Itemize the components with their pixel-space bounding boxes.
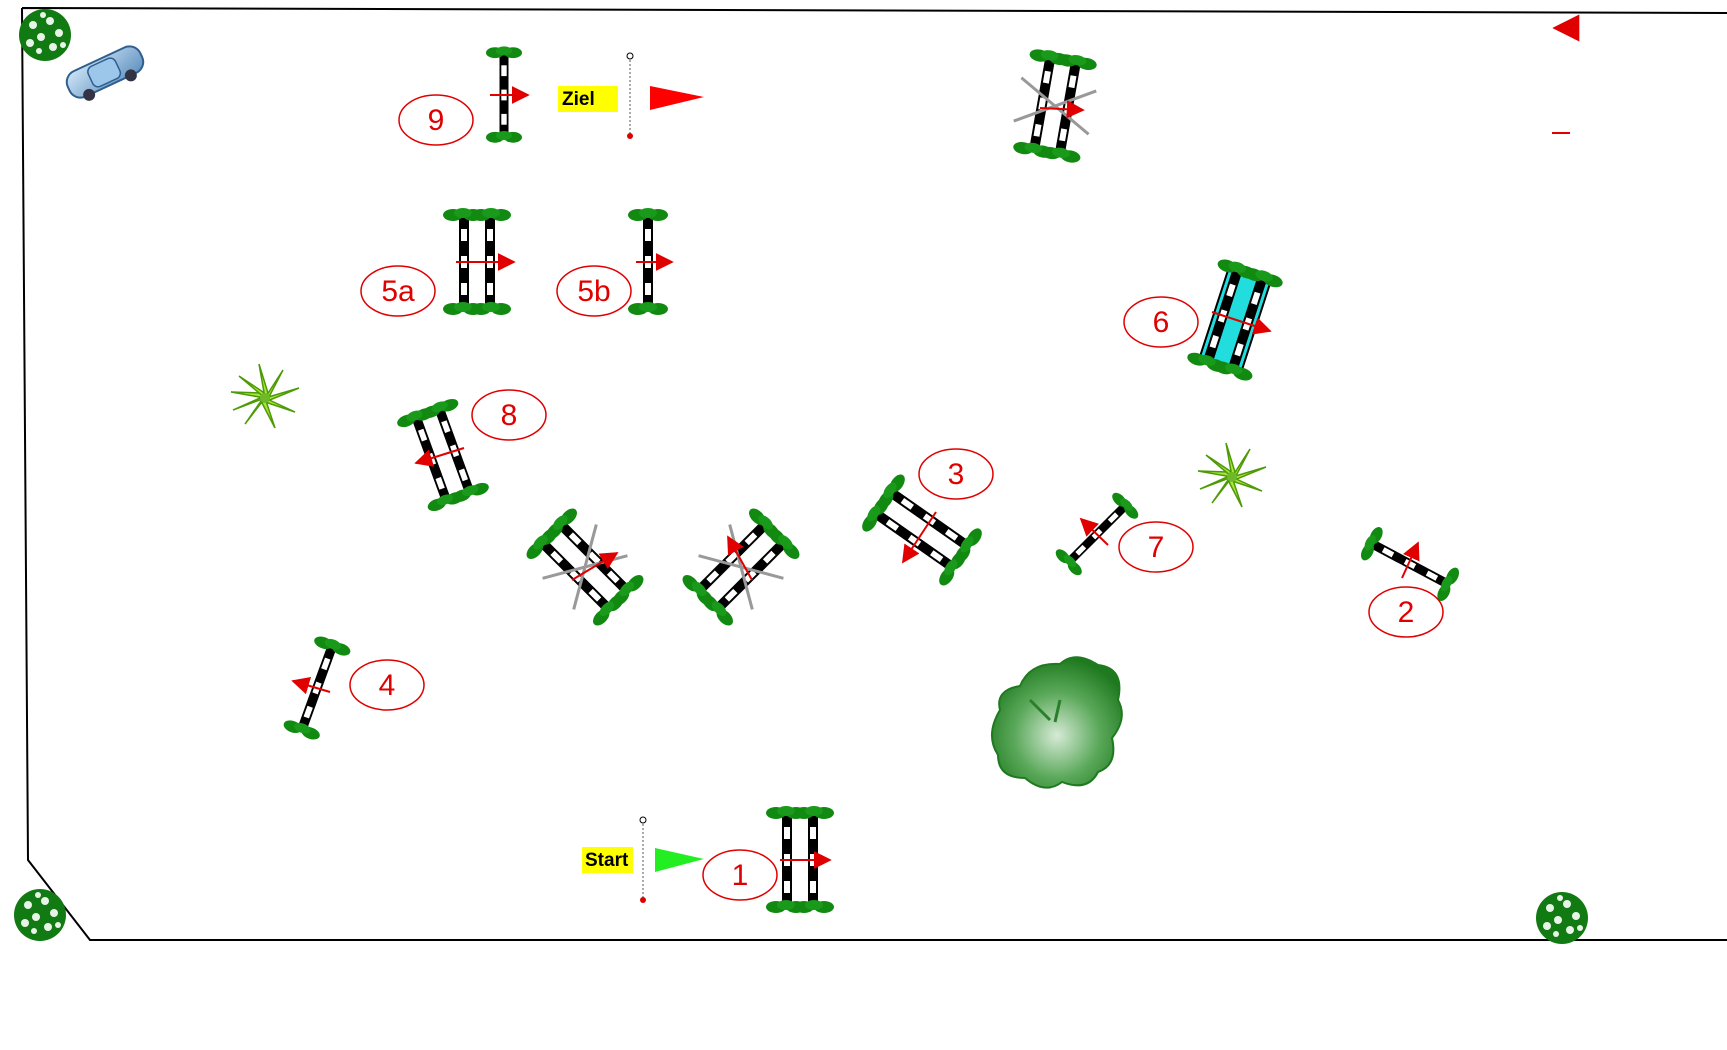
jump-2 xyxy=(1357,524,1461,603)
svg-text:2: 2 xyxy=(1398,596,1415,629)
jump-cross-mid-left xyxy=(520,502,649,631)
number-4: 4 xyxy=(350,660,424,710)
svg-text:5b: 5b xyxy=(577,275,610,308)
number-9: 9 xyxy=(399,95,473,145)
number-3: 3 xyxy=(919,449,993,499)
start-flag-icon xyxy=(655,848,704,872)
jump-5b xyxy=(628,208,672,315)
svg-text:9: 9 xyxy=(428,104,445,137)
number-5b: 5b xyxy=(557,266,631,316)
car-icon xyxy=(63,42,150,107)
number-2: 2 xyxy=(1369,587,1443,637)
start-label: Start xyxy=(585,850,629,871)
arena-border xyxy=(22,8,1727,940)
jump-7 xyxy=(1053,490,1141,578)
jump-4 xyxy=(282,633,352,742)
finish-flag-icon xyxy=(650,86,704,110)
jump-1 xyxy=(766,806,834,913)
jump-cross-mid-right xyxy=(677,502,806,631)
number-7: 7 xyxy=(1119,522,1193,572)
number-1: 1 xyxy=(703,850,777,900)
jump-5a xyxy=(443,208,514,315)
number-5a: 5a xyxy=(361,266,435,316)
svg-text:1: 1 xyxy=(732,859,749,892)
tree-icon xyxy=(992,657,1122,787)
jump-3 xyxy=(858,471,985,588)
flower-bush-icon xyxy=(14,889,66,941)
number-6: 6 xyxy=(1124,297,1198,347)
finish-line: Ziel xyxy=(558,53,704,139)
flower-bush-icon xyxy=(19,9,71,61)
flower-bush-icon xyxy=(1536,892,1588,944)
start-line: Start xyxy=(582,817,704,903)
jump-8 xyxy=(395,396,490,514)
svg-text:3: 3 xyxy=(948,458,965,491)
jump-6 xyxy=(1186,256,1285,383)
svg-text:7: 7 xyxy=(1148,531,1165,564)
svg-text:4: 4 xyxy=(379,669,396,702)
number-8: 8 xyxy=(472,390,546,440)
svg-text:6: 6 xyxy=(1153,306,1170,339)
svg-text:5a: 5a xyxy=(381,275,415,308)
palm-plant-icon xyxy=(1198,443,1266,507)
finish-label: Ziel xyxy=(562,89,595,110)
palm-plant-icon xyxy=(231,364,299,428)
svg-text:8: 8 xyxy=(501,399,518,432)
jump-cross-top xyxy=(1008,46,1101,165)
jump-9 xyxy=(486,46,528,142)
